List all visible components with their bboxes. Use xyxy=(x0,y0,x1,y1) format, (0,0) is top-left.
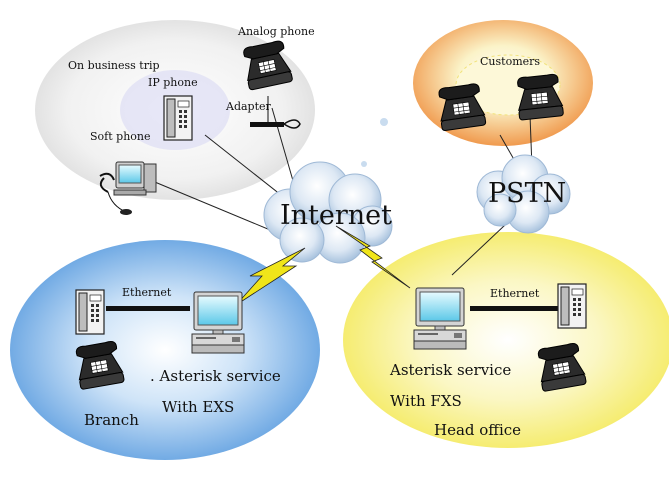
customer-phone-icon xyxy=(514,73,565,121)
fxs-head-label: With FXS xyxy=(390,392,462,410)
asterisk-head-label: Asterisk service xyxy=(390,361,512,379)
internet-label: Internet xyxy=(280,200,393,231)
ethernet-bar-head xyxy=(470,306,558,311)
ethernet-bar-branch xyxy=(106,306,190,311)
cloud-puff xyxy=(380,118,388,126)
lightning-bolt-right xyxy=(335,225,411,289)
internet-cloud xyxy=(263,161,393,264)
head-office-zone xyxy=(343,232,669,448)
asterisk-branch-label: . Asterisk service xyxy=(150,367,281,385)
head-office-wall-phone-icon xyxy=(557,283,587,329)
adapter-label: Adapter xyxy=(226,100,271,113)
ip-phone-icon xyxy=(163,95,193,141)
ethernet-label-branch: Ethernet xyxy=(122,286,172,299)
ip-phone-label: IP phone xyxy=(148,76,198,89)
analog-phone-label: Analog phone xyxy=(238,25,315,38)
ethernet-label-head: Ethernet xyxy=(490,287,540,300)
branch-wall-phone-icon xyxy=(75,289,105,335)
cloud-puff xyxy=(361,161,367,167)
adapter-icon xyxy=(250,96,301,129)
branch-label: Branch xyxy=(84,411,139,429)
head-office-label: Head office xyxy=(434,421,522,439)
exs-branch-label: With EXS xyxy=(162,398,235,416)
head-office-computer-icon xyxy=(413,287,467,350)
soft-phone-label: Soft phone xyxy=(90,130,151,143)
business-trip-label: On business trip xyxy=(68,59,160,72)
pstn-cloud xyxy=(476,154,571,234)
pstn-label: PSTN xyxy=(488,178,567,209)
soft-phone-computer-icon xyxy=(99,161,157,215)
branch-computer-icon xyxy=(191,291,245,354)
customers-label: Customers xyxy=(480,55,541,68)
